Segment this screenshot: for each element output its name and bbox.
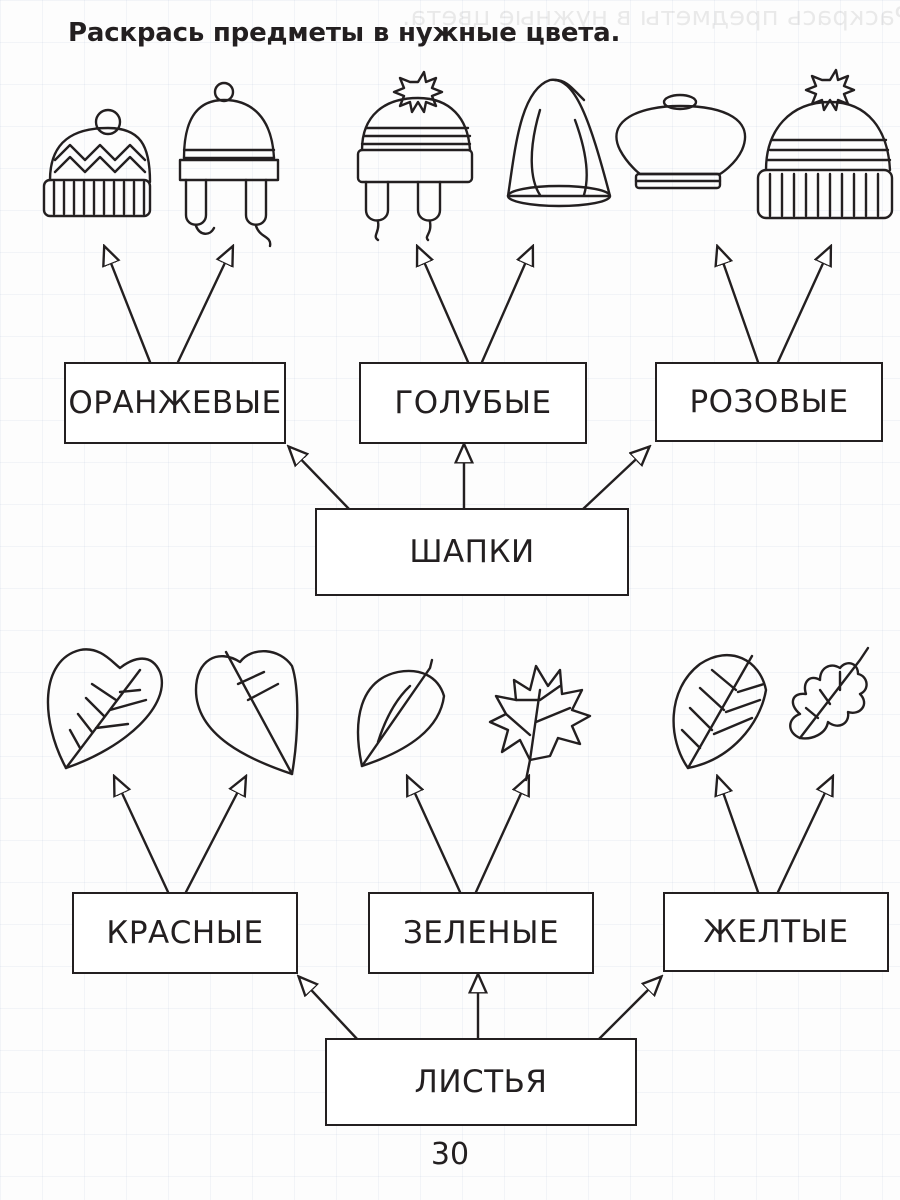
hat-arrows bbox=[105, 248, 830, 512]
color-label-light-blue: ГОЛУБЫЕ bbox=[359, 362, 587, 444]
earflap-hat-icon bbox=[178, 81, 280, 248]
category-label-hats-text: ШАПКИ bbox=[409, 534, 535, 570]
color-label-pink-text: РОЗОВЫЕ bbox=[689, 384, 849, 420]
knit-hat-diamond-icon bbox=[42, 108, 152, 218]
color-label-yellow-text: ЖЕЛТЫЕ bbox=[703, 914, 849, 950]
oak-leaf-icon bbox=[789, 646, 870, 740]
heart-leaf-icon bbox=[194, 649, 299, 776]
pompom-earflap-hat-icon bbox=[356, 70, 474, 242]
color-label-yellow: ЖЕЛТЫЕ bbox=[663, 892, 889, 972]
beret-icon bbox=[615, 93, 747, 190]
category-label-hats: ШАПКИ bbox=[315, 508, 629, 596]
color-label-orange: ОРАНЖЕВЫЕ bbox=[64, 362, 286, 444]
color-label-green: ЗЕЛЕНЫЕ bbox=[368, 892, 594, 974]
color-label-light-blue-text: ГОЛУБЫЕ bbox=[394, 385, 552, 421]
instruction-text: Раскрась предметы в нужные цвета. bbox=[68, 18, 621, 48]
leaf-arrows bbox=[115, 778, 832, 1042]
birch-leaf-icon bbox=[356, 658, 446, 768]
linden-leaf-icon bbox=[46, 648, 163, 770]
color-label-green-text: ЗЕЛЕНЫЕ bbox=[402, 915, 560, 951]
star-pompom-knit-hat-icon bbox=[756, 68, 894, 220]
tassel-cone-hat-icon bbox=[506, 78, 612, 208]
color-label-red: КРАСНЫЕ bbox=[72, 892, 298, 974]
category-label-leaves-text: ЛИСТЬЯ bbox=[414, 1064, 548, 1100]
color-label-red-text: КРАСНЫЕ bbox=[106, 915, 264, 951]
page-number: 30 bbox=[430, 1137, 470, 1172]
color-label-orange-text: ОРАНЖЕВЫЕ bbox=[68, 385, 282, 421]
color-label-pink: РОЗОВЫЕ bbox=[655, 362, 883, 442]
maple-leaf-icon bbox=[488, 664, 592, 782]
category-label-leaves: ЛИСТЬЯ bbox=[325, 1038, 637, 1126]
elm-leaf-icon bbox=[672, 654, 768, 770]
